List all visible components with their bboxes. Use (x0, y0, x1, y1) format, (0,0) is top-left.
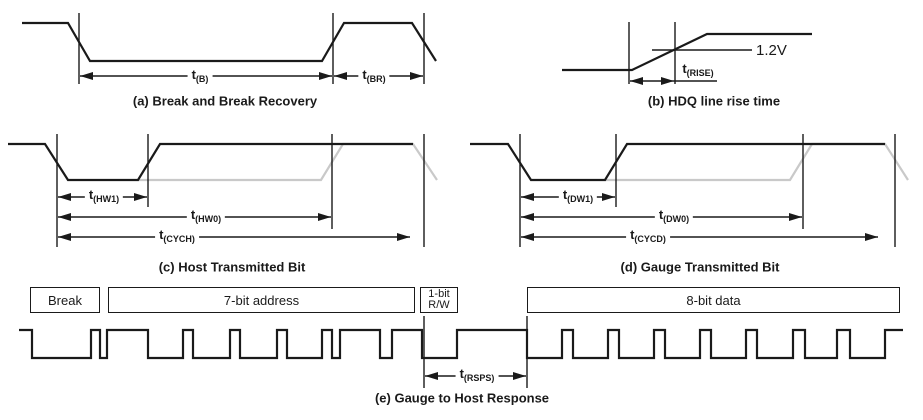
host-bit-waveform (8, 142, 413, 182)
panel-d-caption: (d) Gauge Transmitted Bit (620, 259, 780, 275)
t-dw1-label: t(DW1) (558, 188, 598, 206)
response-waveform (19, 328, 903, 360)
t-rise-label: t(RISE) (682, 61, 714, 79)
panel-c-graphics (8, 134, 438, 247)
t-cycd-label: t(CYCD) (626, 228, 670, 246)
address-box: 7-bit address (108, 287, 415, 313)
t-hw1-label: t(HW1) (84, 188, 124, 206)
host-bit-waveform-faded (138, 142, 438, 182)
t-hw0-label: t(HW0) (186, 208, 226, 226)
rw-box-label-top: 1-bit (428, 287, 450, 300)
t-cycd-arrow (521, 233, 878, 241)
rise-waveform (562, 32, 812, 72)
panel-e-graphics (19, 316, 903, 388)
panel-c-caption: (c) Host Transmitted Bit (158, 259, 306, 275)
break-box: Break (30, 287, 100, 313)
voltage-threshold-label: 1.2V (756, 42, 787, 59)
break-box-label: Break (48, 292, 82, 308)
gauge-bit-waveform (470, 142, 885, 182)
data-box: 8-bit data (527, 287, 900, 313)
panel-d-graphics (470, 134, 909, 247)
rw-box: 1-bit R/W (420, 287, 458, 313)
t-cych-arrow (58, 233, 410, 241)
address-box-label: 7-bit address (223, 292, 300, 308)
t-rise-arrow (630, 77, 717, 85)
t-cych-label: t(CYCH) (155, 228, 199, 246)
break-waveform (22, 21, 437, 63)
panel-a-caption: (a) Break and Break Recovery (132, 93, 318, 109)
gauge-bit-waveform-faded (605, 142, 909, 182)
t-rsps-label: t(RSPS) (455, 367, 499, 385)
panel-e-caption: (e) Gauge to Host Response (374, 390, 550, 406)
t-dw0-label: t(DW0) (654, 208, 694, 226)
data-box-label: 8-bit data (686, 292, 741, 308)
rw-box-label-bottom: R/W (428, 299, 450, 311)
panel-b-graphics (562, 22, 812, 85)
panel-b-caption: (b) HDQ line rise time (647, 93, 781, 109)
t-br-label: t(BR) (358, 68, 390, 86)
t-b-label: t(B) (187, 68, 213, 86)
